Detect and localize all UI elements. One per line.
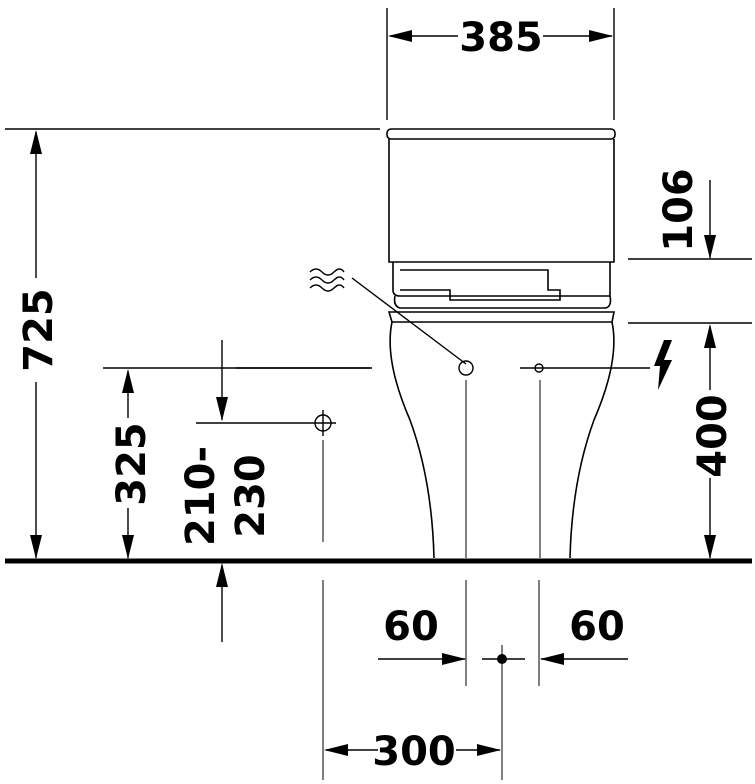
water-leader-line xyxy=(351,277,467,365)
lightning-bolt-icon xyxy=(654,340,672,390)
dim-wall-to-center: 300 xyxy=(324,700,503,780)
tank-body xyxy=(388,139,615,263)
dim-tank-offset: 106 xyxy=(628,168,752,260)
seat-upper xyxy=(392,262,611,297)
dim-total-height: 725 xyxy=(5,128,380,559)
dim-60-right-label: 60 xyxy=(569,604,625,650)
pedestal-right xyxy=(569,321,615,559)
dim-725-label: 725 xyxy=(16,288,62,372)
water-connection-point xyxy=(310,410,336,780)
dim-60-left-label: 60 xyxy=(383,604,439,650)
dim-385-label: 385 xyxy=(459,15,543,61)
dim-210-label: 210- xyxy=(178,446,224,546)
dim-width-top: 385 xyxy=(386,8,615,120)
pedestal-left xyxy=(389,321,435,559)
seat-handle xyxy=(400,269,561,301)
dim-325-label: 325 xyxy=(109,422,155,506)
seat-rim xyxy=(387,311,615,323)
dim-electric-height: 400 xyxy=(628,322,752,559)
toilet-outline xyxy=(386,128,616,559)
water-inlet-point xyxy=(458,360,474,686)
electric-point xyxy=(520,363,650,686)
dim-bottom-offsets: 60 60 xyxy=(378,604,628,700)
dim-230-label: 230 xyxy=(228,454,274,538)
water-wave-icon xyxy=(309,268,345,292)
tank-lid xyxy=(386,128,616,140)
seat-lower xyxy=(393,295,612,309)
dim-106-label: 106 xyxy=(656,168,702,252)
dim-300-label: 300 xyxy=(372,729,456,775)
dim-400-label: 400 xyxy=(690,394,736,478)
dim-outlet-range: 210- 230 xyxy=(178,340,310,642)
